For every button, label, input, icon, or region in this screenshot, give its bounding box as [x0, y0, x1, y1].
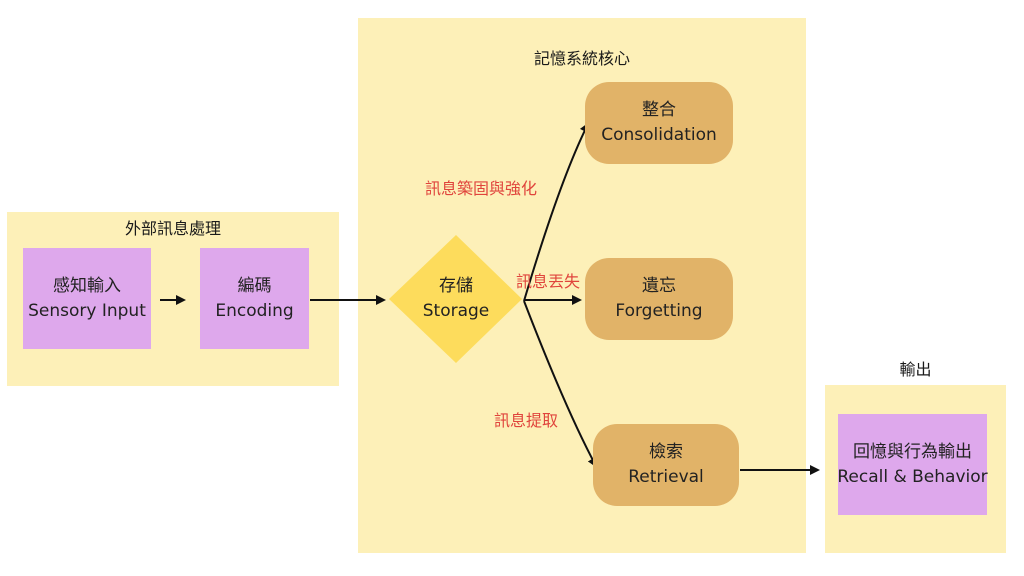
storage-en: Storage: [422, 301, 490, 321]
storage-node: 存儲 Storage: [400, 270, 512, 328]
retrieval-zh: 檢索: [649, 442, 683, 462]
arrow-storage-to-consolidation: [523, 122, 589, 302]
forgetting-en: Forgetting: [615, 301, 703, 321]
output-title: 輸出: [899, 360, 932, 379]
edge-label-retrieval: 訊息提取: [494, 411, 559, 430]
arrow-storage-to-retrieval: [523, 300, 597, 468]
encoding-node: 編碼 Encoding: [200, 248, 309, 349]
external-processing-title: 外部訊息處理: [124, 219, 221, 238]
recall-behavior-node: 回憶與行為輸出 Recall & Behavior: [837, 414, 988, 515]
forgetting-zh: 遺忘: [642, 276, 676, 296]
storage-diamond: [389, 235, 522, 363]
memory-core-title: 記憶系統核心: [533, 49, 630, 68]
forgetting-node: 遺忘 Forgetting: [585, 258, 733, 340]
recall-behavior-en: Recall & Behavior: [837, 466, 988, 487]
consolidation-zh: 整合: [642, 100, 676, 120]
storage-zh: 存儲: [439, 276, 473, 296]
edge-label-consolidation: 訊息築固與強化: [425, 179, 538, 198]
sensory-input-en: Sensory Input: [28, 300, 146, 321]
retrieval-en: Retrieval: [628, 467, 704, 487]
sensory-input-node: 感知輸入 Sensory Input: [23, 248, 151, 349]
encoding-zh: 編碼: [237, 275, 272, 296]
recall-behavior-zh: 回憶與行為輸出: [853, 441, 972, 462]
edge-label-forgetting: 訊息丟失: [516, 272, 581, 291]
consolidation-node: 整合 Consolidation: [585, 82, 733, 164]
consolidation-en: Consolidation: [601, 125, 717, 145]
retrieval-node: 檢索 Retrieval: [593, 424, 739, 506]
encoding-en: Encoding: [215, 300, 294, 321]
sensory-input-zh: 感知輸入: [53, 275, 121, 296]
